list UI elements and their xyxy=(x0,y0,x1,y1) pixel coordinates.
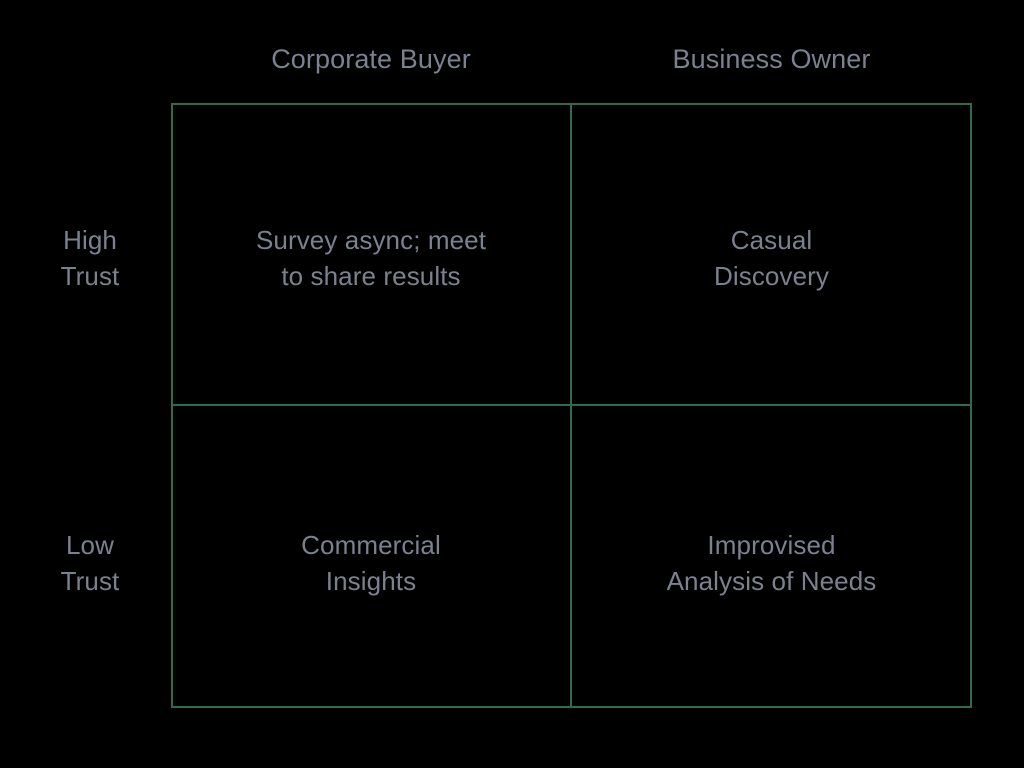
quadrant-low-trust-corporate-buyer: Commercial Insights xyxy=(171,405,571,708)
row-header-low-trust: Low Trust xyxy=(10,527,170,599)
column-header-corporate-buyer: Corporate Buyer xyxy=(271,44,471,74)
quadrant-3-line-2: Analysis of Needs xyxy=(666,566,877,596)
quadrant-3-line-1: Improvised xyxy=(707,530,836,560)
row-header-low-trust-line-1: Low xyxy=(66,530,114,560)
matrix-horizontal-divider xyxy=(171,404,972,406)
quadrant-high-trust-corporate-buyer: Survey async; meet to share results xyxy=(171,103,571,405)
row-header-high-trust-line-1: High xyxy=(63,225,117,255)
quadrant-2-line-2: Insights xyxy=(325,566,417,596)
row-header-low-trust-line-2: Trust xyxy=(60,566,120,596)
quadrant-high-trust-business-owner: Casual Discovery xyxy=(571,103,972,405)
quadrant-1-line-2: Discovery xyxy=(713,261,830,291)
quadrant-2-line-1: Commercial xyxy=(301,530,441,560)
quadrant-1-line-1: Casual xyxy=(730,225,813,255)
row-header-high-trust-line-2: Trust xyxy=(60,261,120,291)
row-header-high-trust: High Trust xyxy=(10,222,170,294)
quadrant-0-line-2: to share results xyxy=(281,261,461,291)
column-header-business-owner: Business Owner xyxy=(672,44,871,74)
quadrant-0-line-1: Survey async; meet xyxy=(255,225,487,255)
quadrant-low-trust-business-owner: Improvised Analysis of Needs xyxy=(571,405,972,708)
